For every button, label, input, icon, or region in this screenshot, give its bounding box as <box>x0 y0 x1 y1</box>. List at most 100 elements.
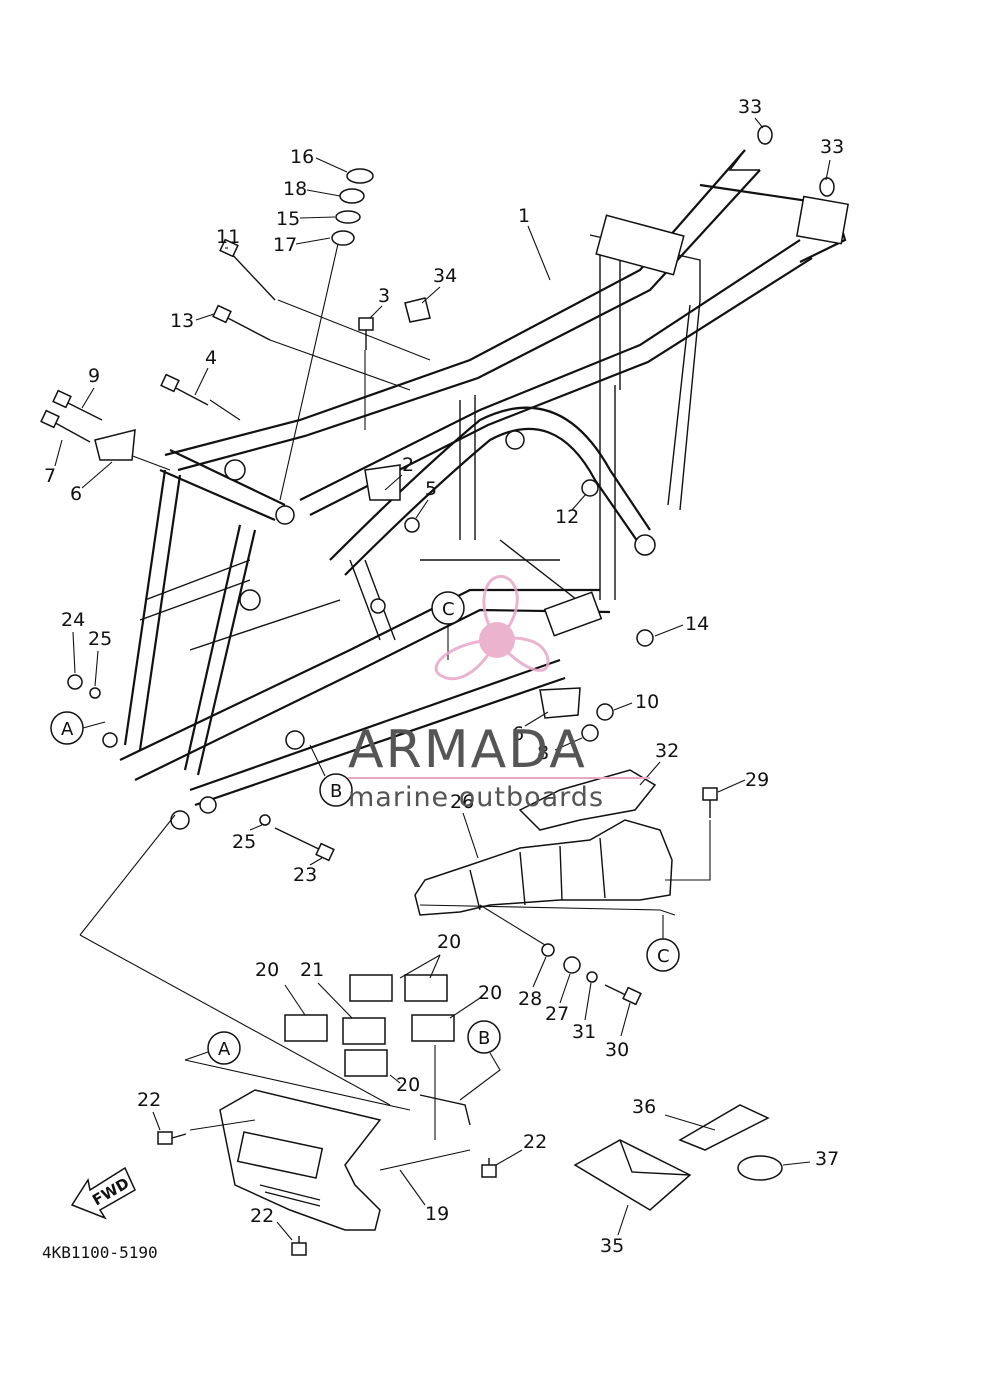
part-number-label: 28 <box>518 988 542 1010</box>
svg-text:A: A <box>218 1039 231 1060</box>
tool-kit <box>573 1104 811 1236</box>
callout-21: 21 <box>300 959 324 981</box>
callout-2: 2 <box>384 454 414 491</box>
callout-34: 34 <box>421 265 457 304</box>
callout-22-c: 22 <box>250 1205 293 1241</box>
callout-29: 29 <box>717 769 769 793</box>
callout-5: 5 <box>415 478 437 519</box>
part-number-label: 21 <box>300 959 324 981</box>
callout-33-b: 33 <box>820 136 844 181</box>
main-frame <box>102 149 849 830</box>
svg-text:A: A <box>61 719 74 740</box>
part-number-label: 11 <box>216 226 240 248</box>
callout-7: 7 <box>44 439 63 487</box>
callout-20-c: 20 <box>478 982 502 1004</box>
callout-27: 27 <box>545 973 571 1025</box>
callout-13: 13 <box>170 310 215 332</box>
part-number-label: 10 <box>635 691 659 713</box>
part-number-label: 19 <box>425 1203 449 1225</box>
callout-4: 4 <box>194 347 217 396</box>
part-number-label: 24 <box>61 609 85 631</box>
ref-marker-a-upper: A <box>50 711 106 745</box>
callout-30: 30 <box>605 1002 631 1061</box>
callout-9: 9 <box>81 365 100 409</box>
part-number-label: 22 <box>137 1089 161 1111</box>
callout-1: 1 <box>518 205 551 281</box>
part-number-label: 33 <box>738 96 762 118</box>
armada-watermark: ARMADA marine outboards <box>348 575 650 813</box>
callout-23: 23 <box>293 857 323 886</box>
part-number-label: 20 <box>396 1074 420 1096</box>
part-number-label: 17 <box>273 234 297 256</box>
part-number-label: 34 <box>433 265 457 287</box>
part-number-label: 9 <box>88 365 100 387</box>
part-number-label: 14 <box>685 613 709 635</box>
propeller-logo <box>434 575 550 681</box>
part-number-label: 37 <box>815 1148 839 1170</box>
callout-8: 8 <box>537 737 583 764</box>
callout-25-upper: 25 <box>88 628 112 687</box>
ref-marker-a-lower: A <box>184 1031 241 1065</box>
callout-17: 17 <box>273 234 331 256</box>
svg-text:C: C <box>442 599 455 620</box>
callout-24: 24 <box>61 609 85 674</box>
callout-26: 26 <box>450 791 479 859</box>
callout-35: 35 <box>600 1235 624 1257</box>
part-number-label: 33 <box>820 136 844 158</box>
part-number-label: 4 <box>205 347 217 369</box>
part-number-label: 36 <box>632 1096 656 1118</box>
part-number-label: 22 <box>523 1131 547 1153</box>
part-number-label: 3 <box>378 285 390 307</box>
svg-text:C: C <box>657 946 670 967</box>
svg-text:B: B <box>478 1028 490 1049</box>
part-number-label: 16 <box>290 146 314 168</box>
part-number-label: 35 <box>600 1235 624 1257</box>
fwd-arrow: FWD <box>70 1166 136 1220</box>
callout-32: 32 <box>639 740 679 786</box>
callout-20-b: 20 <box>437 931 461 953</box>
part-number-label: 25 <box>88 628 112 650</box>
bushing-stack <box>331 168 374 246</box>
part-number-label: 12 <box>555 506 579 528</box>
nuts-and-washers <box>67 125 835 983</box>
callout-36: 36 <box>632 1096 656 1118</box>
part-number-label: 6 <box>512 723 524 745</box>
part-number-label: 32 <box>655 740 679 762</box>
part-number-label: 29 <box>745 769 769 791</box>
part-number-label: 15 <box>276 208 300 230</box>
callout-10: 10 <box>613 691 659 713</box>
part-number-label: 8 <box>537 742 549 764</box>
callout-19: 19 <box>399 1169 449 1225</box>
part-number-label: 20 <box>255 959 279 981</box>
part-callouts: 1 2 3 4 5 6 6 7 8 9 10 11 12 13 14 15 16… <box>44 96 844 1257</box>
callout-25-lower: 25 <box>232 824 263 853</box>
part-number-label: 6 <box>70 483 82 505</box>
callout-12: 12 <box>555 493 587 528</box>
svg-text:B: B <box>330 781 342 802</box>
callout-3: 3 <box>369 285 390 319</box>
callout-11: 11 <box>216 226 240 249</box>
part-number-label: 2 <box>402 454 414 476</box>
part-number-label: 31 <box>572 1021 596 1043</box>
callout-28: 28 <box>518 956 547 1010</box>
callout-16: 16 <box>290 146 348 173</box>
callout-15: 15 <box>276 208 336 230</box>
part-number-label: 20 <box>478 982 502 1004</box>
part-number-label: 27 <box>545 1003 569 1025</box>
reference-markers: A B C A B C <box>50 591 680 1101</box>
part-number-label: 23 <box>293 864 317 886</box>
watermark-brand: ARMADA <box>348 720 587 780</box>
callout-20-a: 20 <box>255 959 279 981</box>
part-number-label: 13 <box>170 310 194 332</box>
callout-31: 31 <box>572 982 596 1043</box>
part-number-label: 7 <box>44 465 56 487</box>
part-number-label: 18 <box>283 178 307 200</box>
part-number-label: 1 <box>518 205 530 227</box>
callout-14: 14 <box>654 613 709 637</box>
part-number-label: 22 <box>250 1205 274 1227</box>
callout-6-lower: 6 <box>512 711 549 745</box>
skid-plate <box>79 814 471 1231</box>
callout-33-a: 33 <box>738 96 764 129</box>
callout-22-a: 22 <box>137 1089 161 1131</box>
diagram-code: 4KB1100-5190 <box>42 1243 158 1262</box>
